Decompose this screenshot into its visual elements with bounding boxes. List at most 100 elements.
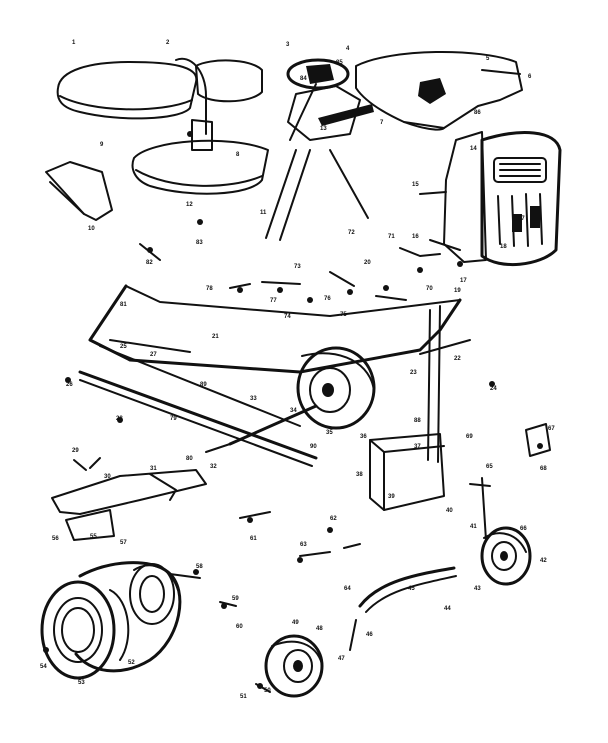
callout-number: 27 [150, 352, 157, 358]
callout-number: 23 [410, 370, 417, 376]
callout-number: 83 [196, 240, 203, 246]
axle-rod [205, 404, 318, 453]
callout-number: 48 [316, 626, 323, 632]
callout-number: 52 [128, 660, 135, 666]
callout-number: 73 [294, 264, 301, 270]
callout-number: 9 [100, 142, 104, 148]
callout-number: 66 [520, 526, 527, 532]
callout-number: 64 [344, 586, 351, 592]
battery-bracket [369, 433, 445, 511]
callout-number: 55 [90, 534, 97, 540]
callout-number: 13 [320, 126, 327, 132]
callout-number: 28 [116, 416, 123, 422]
wheel-hub [129, 563, 179, 625]
callout-number: 79 [170, 416, 177, 422]
seat-pan [131, 57, 269, 195]
callout-number: 34 [290, 408, 297, 414]
callout-number: 2 [166, 40, 170, 46]
side-shield [45, 161, 113, 221]
callout-number: 7 [380, 120, 384, 126]
callout-number: 59 [232, 596, 239, 602]
seat-cushion [56, 61, 198, 120]
callout-number: 46 [366, 632, 373, 638]
callout-number: 42 [540, 558, 547, 564]
callout-number: 15 [412, 182, 419, 188]
callout-number: 4 [346, 46, 350, 52]
callout-number: 33 [250, 396, 257, 402]
callout-number: 71 [388, 234, 395, 240]
callout-number: 58 [196, 564, 203, 570]
callout-number: 3 [286, 42, 290, 48]
callout-number: 74 [284, 314, 291, 320]
callout-number: 11 [260, 210, 267, 216]
callout-number: 80 [186, 456, 193, 462]
front-wheel-bottom [264, 634, 324, 698]
callout-number: 54 [40, 664, 47, 670]
callout-number: 62 [330, 516, 337, 522]
callout-number: 10 [88, 226, 95, 232]
callout-number: 81 [120, 302, 127, 308]
callout-number: 18 [500, 244, 507, 250]
callout-number: 26 [66, 382, 73, 388]
callout-number: 78 [206, 286, 213, 292]
pedal-assembly [51, 457, 207, 541]
callout-number: 65 [486, 464, 493, 470]
callout-number: 14 [470, 146, 477, 152]
callout-number: 19 [454, 288, 461, 294]
callout-number: 75 [340, 312, 347, 318]
callout-number: 44 [444, 606, 451, 612]
callout-number: 60 [236, 624, 243, 630]
steering-column [265, 85, 374, 241]
callout-number: 87 [518, 216, 525, 222]
side-panel [419, 131, 487, 263]
callout-number: 86 [474, 110, 481, 116]
callout-number: 39 [388, 494, 395, 500]
callout-number: 22 [454, 356, 461, 362]
callout-number: 70 [426, 286, 433, 292]
callout-number: 17 [460, 278, 467, 284]
callout-number: 61 [250, 536, 257, 542]
callout-number: 16 [412, 234, 419, 240]
callout-number: 24 [490, 386, 497, 392]
rear-wheel [40, 561, 182, 680]
callout-number: 77 [270, 298, 277, 304]
callout-number: 20 [364, 260, 371, 266]
callout-number: 85 [336, 60, 343, 66]
callout-number: 72 [348, 230, 355, 236]
callout-number: 49 [292, 620, 299, 626]
callout-number: 51 [240, 694, 247, 700]
callout-number: 84 [300, 76, 307, 82]
callout-number: 67 [548, 426, 555, 432]
callout-number: 56 [52, 536, 59, 542]
callout-number: 35 [326, 430, 333, 436]
callout-number: 6 [528, 74, 532, 80]
callout-number: 12 [186, 202, 193, 208]
callout-number: 82 [146, 260, 153, 266]
callout-number: 38 [356, 472, 363, 478]
callout-number: 68 [540, 466, 547, 472]
callout-number: 36 [360, 434, 367, 440]
callout-number: 45 [408, 586, 415, 592]
hood [355, 50, 523, 131]
callout-number: 21 [212, 334, 219, 340]
hardware [43, 131, 551, 693]
callout-number: 90 [310, 444, 317, 450]
callout-number: 43 [474, 586, 481, 592]
callout-number: 31 [150, 466, 157, 472]
callout-number: 8 [236, 152, 240, 158]
callout-number: 29 [72, 448, 79, 454]
front-wheel-center [296, 346, 376, 430]
callout-number: 32 [210, 464, 217, 470]
callout-number: 89 [200, 382, 207, 388]
callout-number: 57 [120, 540, 127, 546]
callout-number: 25 [120, 344, 127, 350]
tie-rod [349, 477, 487, 651]
callout-number: 5 [486, 56, 490, 62]
callout-number: 69 [466, 434, 473, 440]
callout-number: 37 [414, 444, 421, 450]
callout-number: 63 [300, 542, 307, 548]
fender-pad [195, 59, 263, 103]
callout-number: 47 [338, 656, 345, 662]
